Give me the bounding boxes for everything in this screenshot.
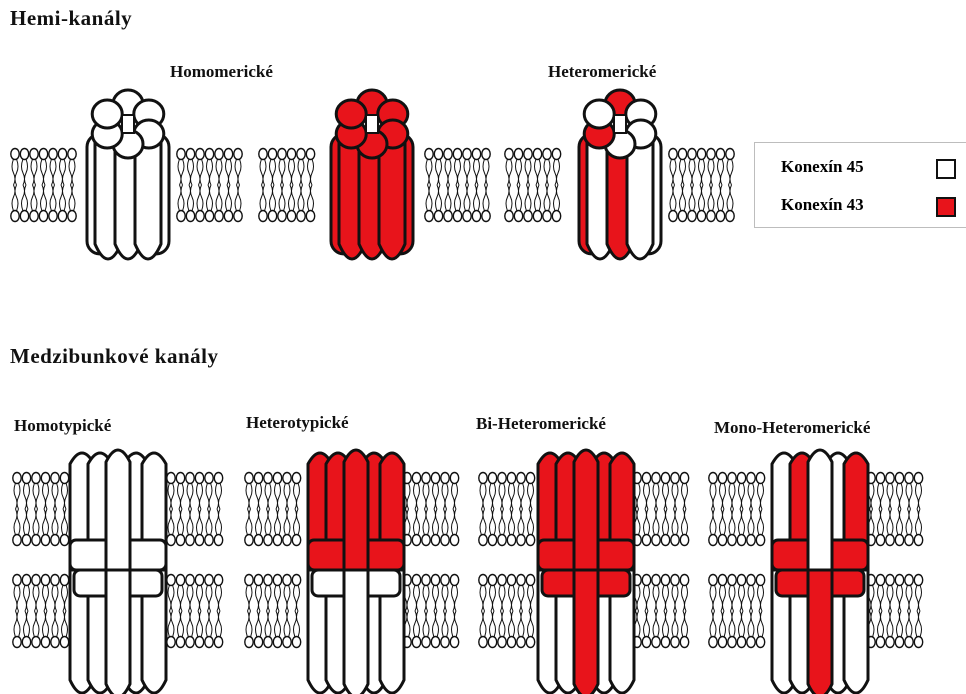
legend-label-connexin-43: Konexín 43 <box>781 195 864 215</box>
connexin-subunit <box>627 144 653 259</box>
membrane-bilayer <box>669 149 734 222</box>
connexin-subunit-lower-center <box>574 570 598 694</box>
hemichannel-homomeric-45 <box>87 90 169 259</box>
membrane-bilayer-lower <box>633 575 689 648</box>
membrane-bilayer <box>425 149 490 222</box>
membrane-bilayer-upper <box>709 473 765 546</box>
membrane-bilayer-upper <box>867 473 923 546</box>
gap-junction-heterotypic <box>308 450 404 694</box>
connexin-subunit-upper-center <box>344 450 368 570</box>
legend: Konexín 45 Konexín 43 <box>754 142 966 228</box>
connexin-subunit-top <box>92 100 122 128</box>
membrane-bilayer <box>259 149 315 222</box>
membrane-bilayer-lower <box>479 575 535 648</box>
membrane-bilayer-lower <box>709 575 765 648</box>
membrane-bilayer-upper <box>479 473 535 546</box>
membrane-bilayer-upper <box>13 473 69 546</box>
connexin-subunit-lower-center <box>808 570 832 694</box>
membrane-bilayer-upper <box>167 473 223 546</box>
channel-pore <box>122 115 134 133</box>
connexin-subunit-top <box>584 100 614 128</box>
membrane-bilayer-lower <box>867 575 923 648</box>
connexin-subunit-upper-center <box>574 450 598 570</box>
membrane-bilayer-upper <box>633 473 689 546</box>
membrane-bilayer <box>11 149 76 222</box>
legend-swatch-connexin-43 <box>936 197 956 217</box>
legend-label-connexin-45: Konexín 45 <box>781 157 864 177</box>
connexin-subunit <box>135 144 161 259</box>
connexin-subunit-top <box>336 100 366 128</box>
membrane-bilayer-upper <box>245 473 301 546</box>
membrane-bilayer-upper <box>403 473 459 546</box>
connexin-subunit-lower-center <box>344 570 368 694</box>
membrane-bilayer-lower <box>403 575 459 648</box>
connexin-subunit-upper-center <box>106 450 130 570</box>
gap-junction-mono-heteromeric <box>772 450 868 694</box>
connexin-subunit <box>379 144 405 259</box>
legend-swatch-connexin-45 <box>936 159 956 179</box>
gap-junction-homotypic <box>70 450 166 694</box>
hemichannel-homomeric-43 <box>331 90 413 259</box>
gap-junction-bi-heteromeric <box>538 450 634 694</box>
channel-pore <box>366 115 378 133</box>
membrane-bilayer-lower <box>167 575 223 648</box>
membrane-bilayer <box>505 149 561 222</box>
membrane-bilayer <box>177 149 242 222</box>
membrane-bilayer-lower <box>245 575 301 648</box>
hemichannel-heteromeric <box>579 90 661 259</box>
membrane-bilayer-lower <box>13 575 69 648</box>
connexin-subunit-lower-center <box>106 570 130 694</box>
connexin-subunit-upper-center <box>808 450 832 570</box>
channel-pore <box>614 115 626 133</box>
